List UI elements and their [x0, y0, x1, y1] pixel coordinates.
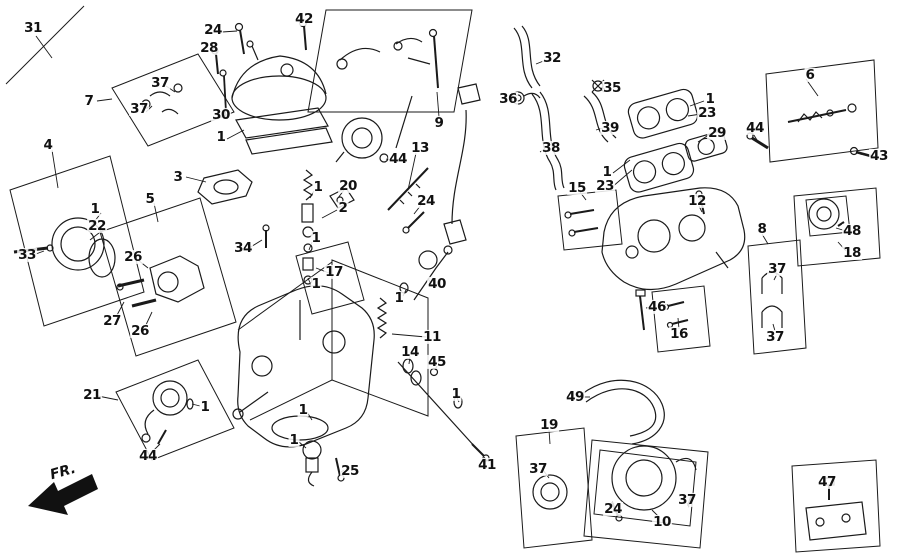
group-boxes: [5, 5, 881, 553]
fr-arrow-icon: [28, 474, 98, 515]
part-shapes: [13, 18, 879, 541]
